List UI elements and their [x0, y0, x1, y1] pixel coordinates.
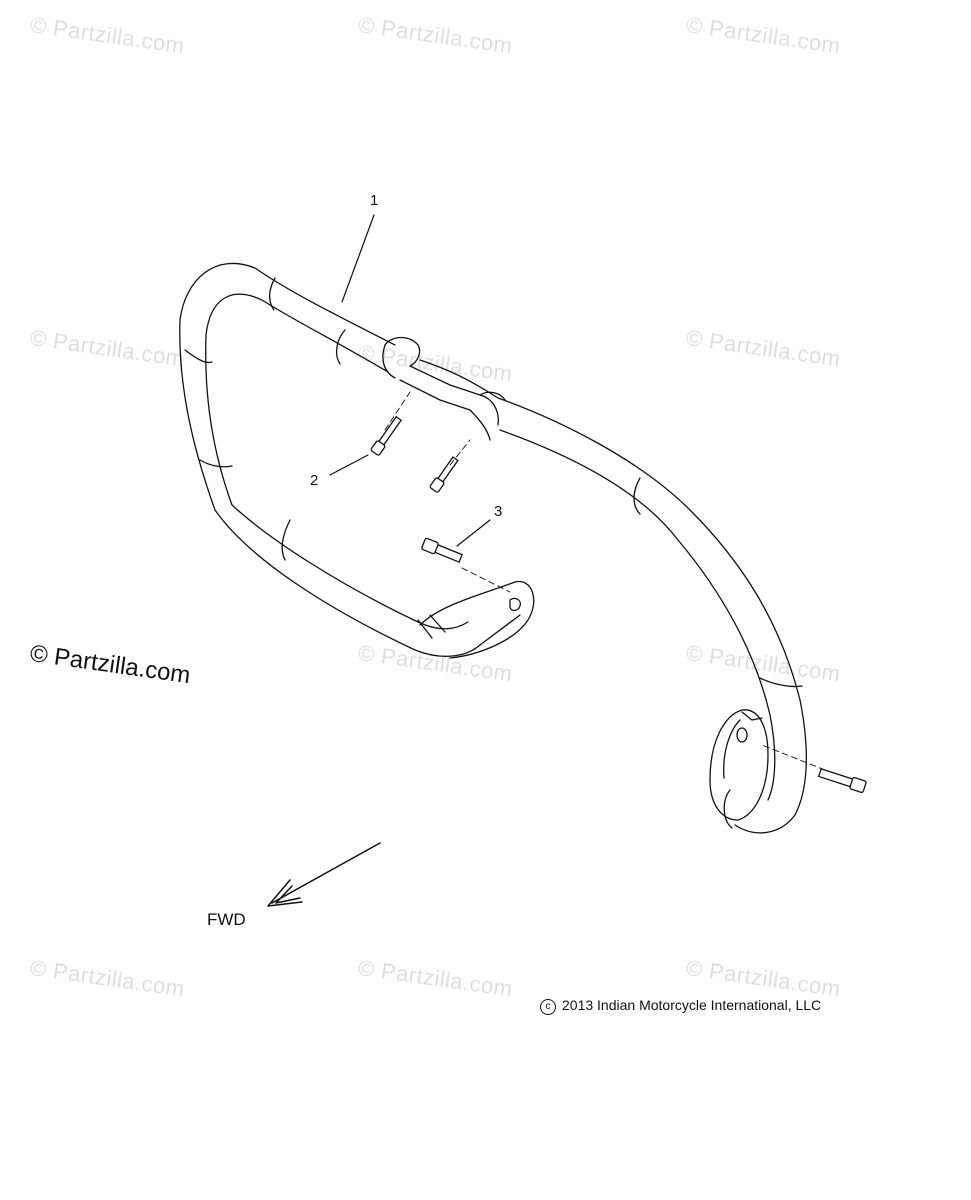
callout-1: 1 [370, 192, 379, 209]
bolt-upper-center [429, 456, 459, 493]
crash-bar-tube [179, 262, 807, 834]
leader-line-2 [329, 454, 369, 476]
lower-right-mount-plate [709, 709, 769, 821]
upper-mount-bracket [382, 336, 506, 441]
bolt-lower-left [421, 537, 463, 563]
bolt-upper-left [370, 416, 402, 456]
copyright-text: 2013 Indian Motorcycle International, LL… [562, 997, 822, 1013]
assembly-lines [384, 391, 826, 771]
callout-3: 3 [494, 503, 503, 520]
fwd-label: FWD [207, 910, 246, 929]
arrow-down-left-icon [267, 842, 381, 907]
callout-2: 2 [310, 472, 319, 489]
leader-line-1 [341, 214, 375, 303]
copyright-symbol: c [540, 999, 556, 1015]
bolt-lower-right [818, 768, 867, 793]
lower-left-bracket [417, 580, 535, 659]
copyright-notice: c 2013 Indian Motorcycle International, L… [540, 997, 821, 1015]
leader-line-3 [456, 519, 491, 547]
